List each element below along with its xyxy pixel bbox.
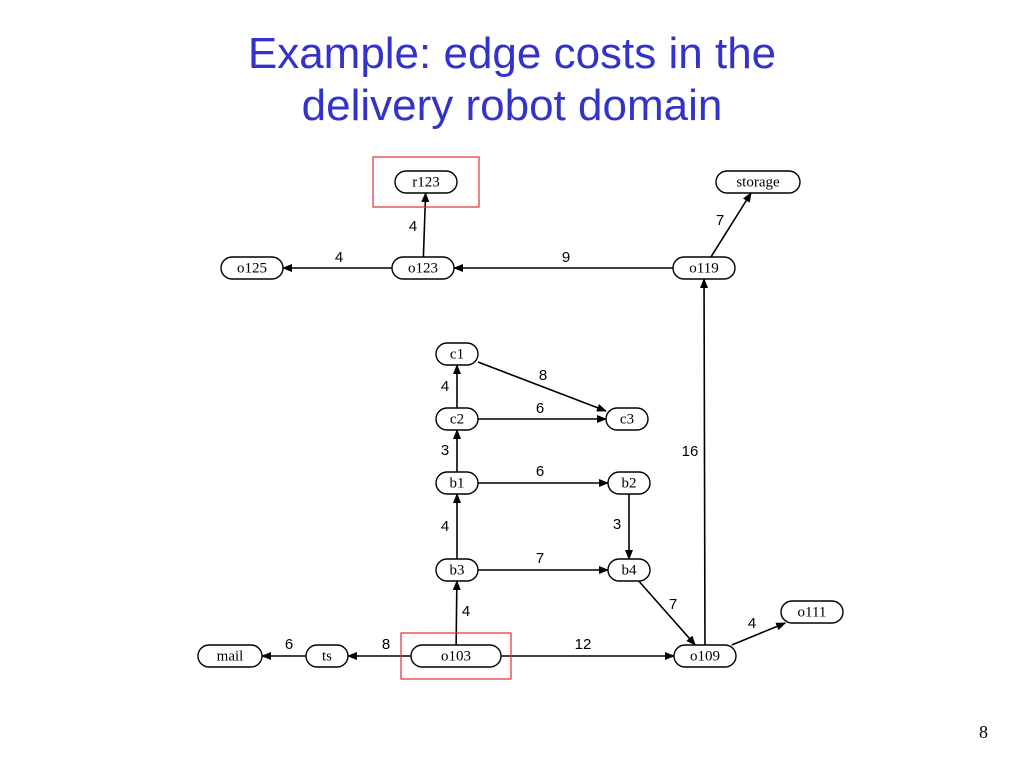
edge-cost-label: 4 [441,518,449,535]
node-label: o111 [798,604,827,620]
node-label: storage [736,174,780,190]
edge-cost-label: 8 [539,367,547,384]
node-c2: c2 [435,407,479,431]
edge-cost-label: 4 [441,378,449,395]
slide-title-line-1: Example: edge costs in the [247,29,777,78]
node-storage: storage [715,170,801,194]
node-label: o119 [689,260,718,276]
node-o123: o123 [391,256,455,280]
node-label: o103 [441,648,471,664]
node-shape [410,644,502,668]
node-label: c2 [450,411,464,427]
highlight-box-r123 [372,156,480,208]
edge-cost-label: 6 [285,636,293,653]
node-shape [305,644,349,668]
node-shape [220,256,284,280]
node-shape [715,170,801,194]
edge-cost-label: 12 [575,636,592,653]
edge-cost-label: 6 [536,463,544,480]
edge-c1-to-c3 [477,361,607,412]
highlight-box-o103 [400,632,512,680]
node-o109: o109 [673,644,737,668]
node-shape [435,558,479,582]
edge-o109-to-o111 [731,622,787,646]
edge-cost-label: 7 [536,550,544,567]
node-shape [607,471,651,495]
edge-cost-label: 3 [613,516,621,533]
node-shape [605,407,649,431]
node-o125: o125 [220,256,284,280]
node-o111: o111 [780,600,844,624]
edge-cost-label: 6 [536,400,544,417]
node-ts: ts [305,644,349,668]
node-label: b1 [450,475,465,491]
node-r123: r123 [372,156,480,208]
node-shape [607,558,651,582]
node-mail: mail [197,644,263,668]
edge-cost-label: 9 [562,249,570,266]
node-label: ts [322,648,332,664]
node-shape [672,256,736,280]
node-label: o109 [690,648,720,664]
node-label: c1 [450,346,464,362]
node-shape [673,644,737,668]
edge-cost-label: 4 [335,249,343,266]
edge-o103-to-b3 [452,580,461,646]
node-b2: b2 [607,471,651,495]
node-shape [197,644,263,668]
node-label: b2 [622,475,637,491]
edges-layer: 4 4 9 7 16 4 8 6 3 6 4 3 7 7 4 8 6 12 4 [261,192,787,660]
edge-cost-label: 4 [462,603,470,620]
node-shape [435,342,479,366]
page-number: 8 [979,722,988,742]
node-shape [780,600,844,624]
edge-o119-to-storage [710,192,752,258]
node-label: c3 [620,411,634,427]
node-shape [391,256,455,280]
edge-o123-to-r123 [421,192,430,258]
edge-cost-label: 3 [441,442,449,459]
edge-cost-label: 7 [716,212,724,229]
edge-cost-label: 4 [409,218,417,235]
edge-cost-label: 8 [382,636,390,653]
node-c3: c3 [605,407,649,431]
edge-cost-label: 7 [669,596,677,613]
node-label: o123 [408,260,438,276]
node-label: mail [217,648,244,664]
node-o103: o103 [400,632,512,680]
node-label: b4 [622,562,638,578]
node-b4: b4 [607,558,651,582]
node-b1: b1 [435,471,479,495]
node-label: b3 [450,562,465,578]
node-shape [394,170,458,194]
node-shape [435,407,479,431]
edge-cost-label: 16 [682,443,699,460]
node-shape [435,471,479,495]
node-label: o125 [237,260,267,276]
edge-b4-to-o109 [638,580,696,646]
nodes-layer: r123 storage o125 o123 o119 c1 c2 c3 b1 b2 b3 b4 o11… [197,156,844,680]
node-label: r123 [412,174,440,190]
node-o119: o119 [672,256,736,280]
slide-title-line-2: delivery robot domain [301,81,723,130]
node-c1: c1 [435,342,479,366]
edge-o109-to-o119 [700,278,709,646]
slide-title: Example: edge costs in the delivery robo… [0,28,1024,132]
node-b3: b3 [435,558,479,582]
edge-cost-label: 4 [748,615,756,632]
